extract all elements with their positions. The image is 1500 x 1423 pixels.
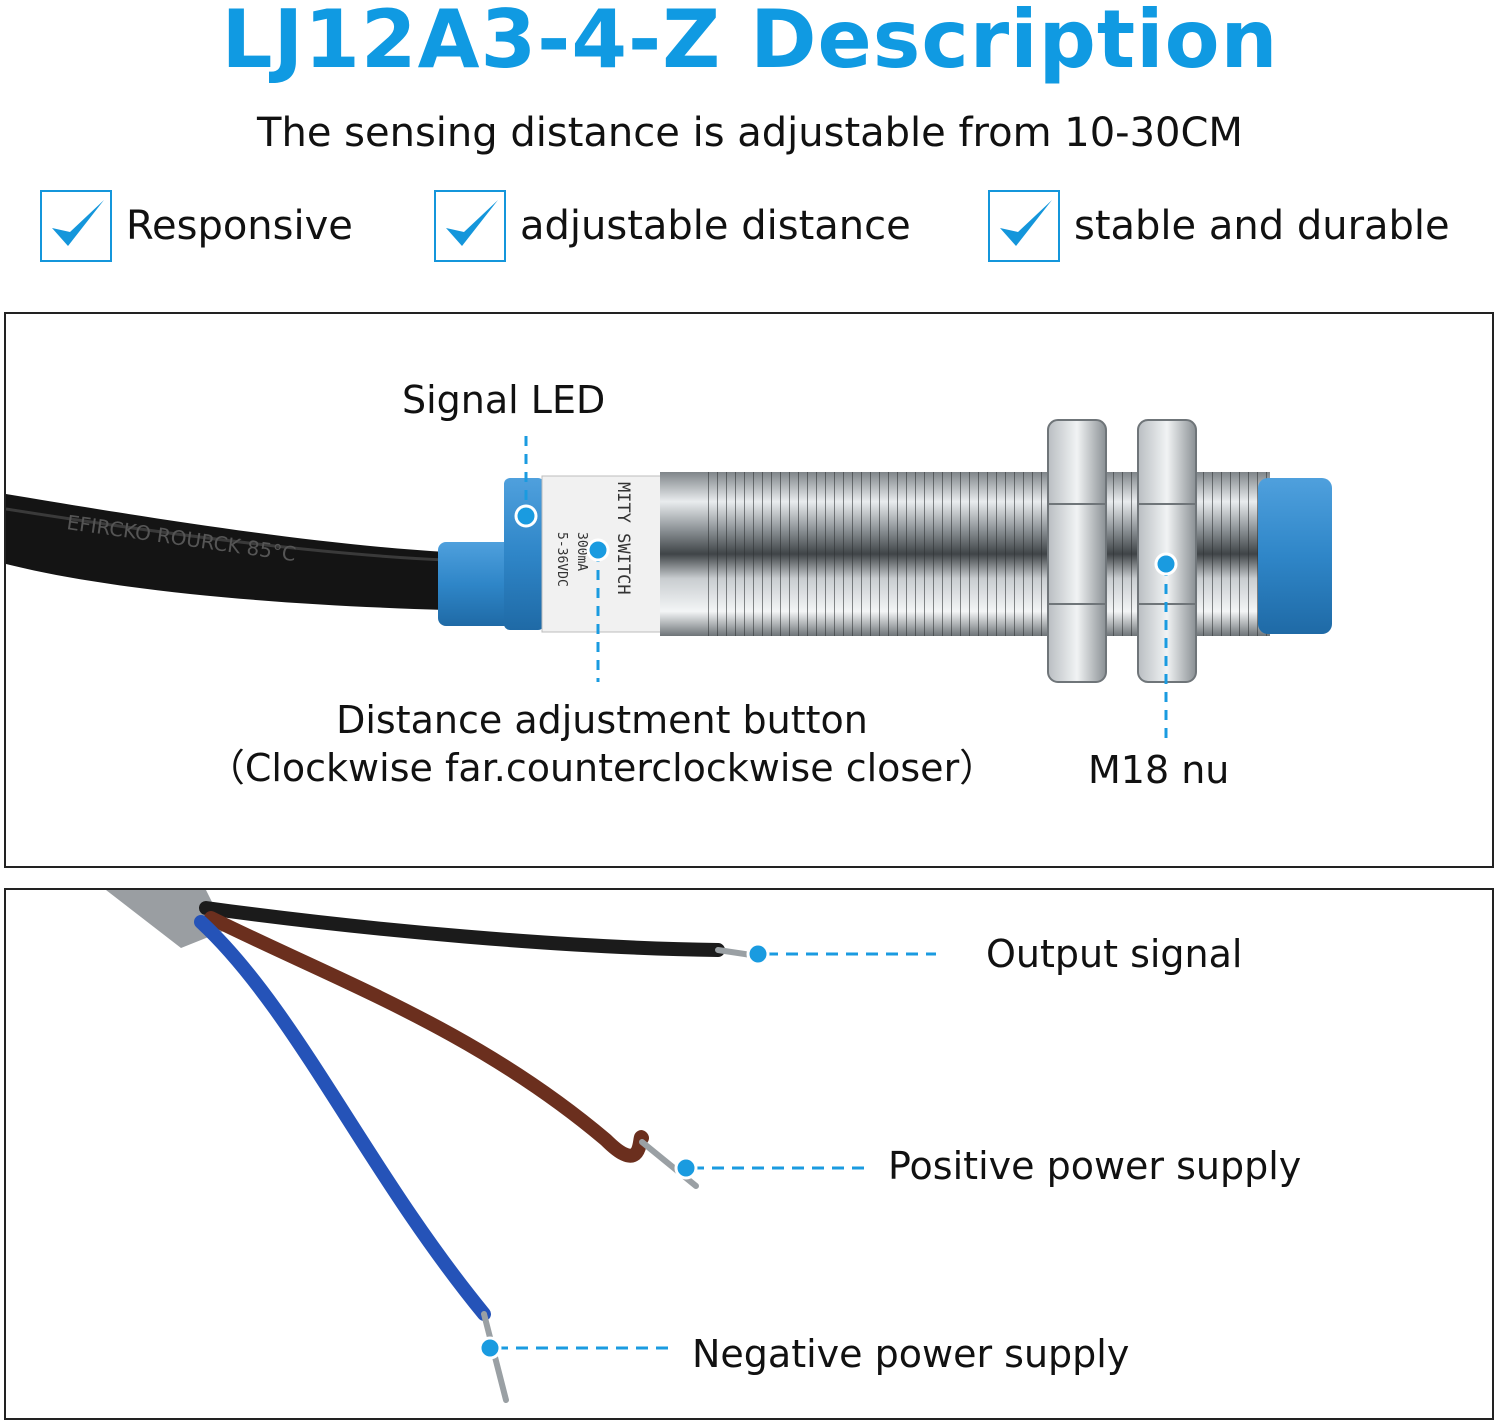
page-subtitle: The sensing distance is adjustable from … [257,110,1243,156]
feature-stable-durable: stable and durable [988,188,1450,264]
wires-illustration [106,890,936,1403]
page-title: LJ12A3-4-Z Description [221,0,1279,86]
black-wire [199,901,725,957]
nut-label: M18 nu [1088,748,1230,792]
sleeve-voltage-text: 5-36VDC [554,532,569,587]
brown-wire [204,911,649,1163]
feature-responsive: Responsive [40,188,353,264]
negative-supply-label: Negative power supply [692,1332,1130,1376]
front-nut [1047,419,1107,683]
checkmark-icon [988,190,1060,262]
checkmark-icon [40,190,112,262]
output-signal-label: Output signal [986,932,1243,976]
sensor-illustration: EFIRCKO ROURCK 85°C MITY SWITCH 300mA 5-… [6,419,1332,746]
sensing-face [1258,478,1332,634]
feature-label: Responsive [126,203,353,249]
signal-led-label: Signal LED [402,378,606,422]
wires-panel: Output signal Positive power supply Nega… [4,888,1494,1420]
rear-cap [504,478,544,630]
sensor-panel: EFIRCKO ROURCK 85°C MITY SWITCH 300mA 5-… [4,312,1494,868]
output-marker [746,942,770,966]
adjust-button-label: Distance adjustment button [336,698,868,742]
cable-gland [438,542,518,626]
nut-marker [1154,552,1178,576]
positive-marker [674,1156,698,1180]
feature-label: stable and durable [1074,203,1450,249]
blue-wire [194,915,491,1321]
sensor-cable [6,494,446,610]
feature-label: adjustable distance [520,203,911,249]
adjust-marker [586,538,610,562]
feature-adjustable-distance: adjustable distance [434,188,911,264]
sleeve-current-text: 300mA [574,532,589,571]
cable-sheath [106,890,226,948]
positive-supply-label: Positive power supply [888,1144,1302,1188]
led-marker [514,504,538,528]
sleeve-switch-text: MITY SWITCH [613,482,633,595]
adjust-direction-label: （Clockwise far.counterclockwise closer） [206,746,998,790]
checkmark-icon [434,190,506,262]
negative-marker [478,1336,502,1360]
